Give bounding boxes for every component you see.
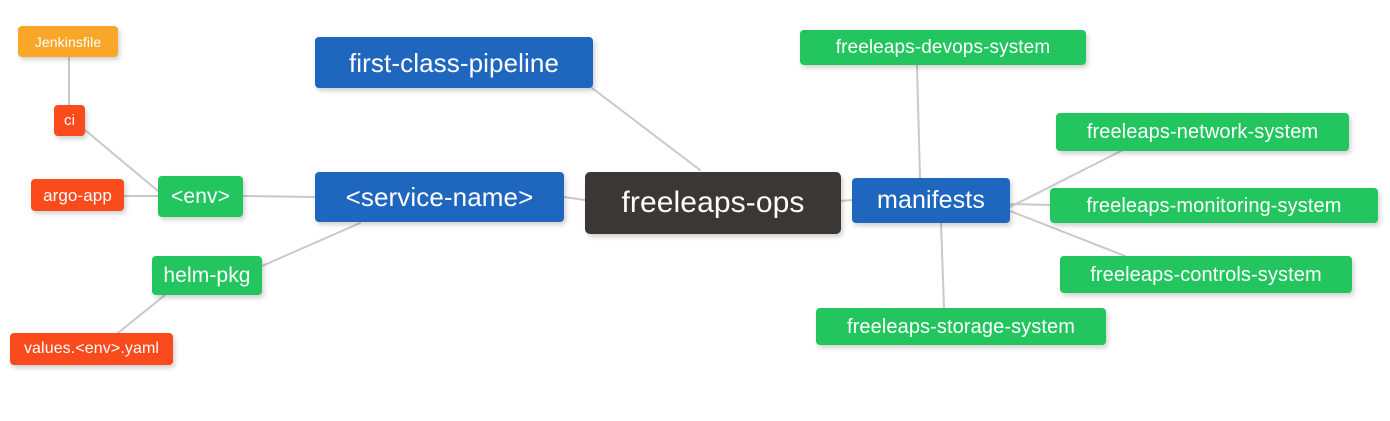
edge-manifests-to-devops [916, 64, 921, 179]
edge-manifests-to-monitoring [1009, 203, 1051, 206]
edge-service-to-helmpkg [261, 222, 361, 267]
edge-manifests-to-controls [1009, 210, 1126, 257]
edge-service-to-env [242, 195, 316, 198]
mindmap-node-valuesyaml[interactable]: values.<env>.yaml [10, 333, 173, 365]
mindmap-node-root[interactable]: freeleaps-ops [585, 172, 841, 234]
mindmap-node-network[interactable]: freeleaps-network-system [1056, 113, 1349, 151]
mindmap-node-manifests[interactable]: manifests [852, 178, 1010, 223]
mindmap-node-argoapp[interactable]: argo-app [31, 179, 124, 211]
edge-manifests-to-network [1009, 150, 1122, 208]
edge-root-to-service [563, 196, 586, 201]
mindmap-node-ci[interactable]: ci [54, 105, 85, 136]
edge-env-to-ci [84, 129, 159, 192]
edge-service-to-pipeline [591, 87, 701, 171]
mindmap-node-service[interactable]: <service-name> [315, 172, 564, 222]
mindmap-node-pipeline[interactable]: first-class-pipeline [315, 37, 593, 88]
mindmap-node-storage[interactable]: freeleaps-storage-system [816, 308, 1106, 345]
edge-helmpkg-to-valuesyaml [117, 294, 166, 334]
mindmap-node-env[interactable]: <env> [158, 176, 243, 217]
edge-manifests-to-storage [940, 222, 945, 309]
edge-root-to-manifests [840, 199, 853, 202]
mindmap-node-helmpkg[interactable]: helm-pkg [152, 256, 262, 295]
mindmap-node-controls[interactable]: freeleaps-controls-system [1060, 256, 1352, 293]
mindmap-node-monitoring[interactable]: freeleaps-monitoring-system [1050, 188, 1378, 223]
mindmap-node-jenkins[interactable]: Jenkinsfile [18, 26, 118, 57]
mindmap-node-devops[interactable]: freeleaps-devops-system [800, 30, 1086, 65]
